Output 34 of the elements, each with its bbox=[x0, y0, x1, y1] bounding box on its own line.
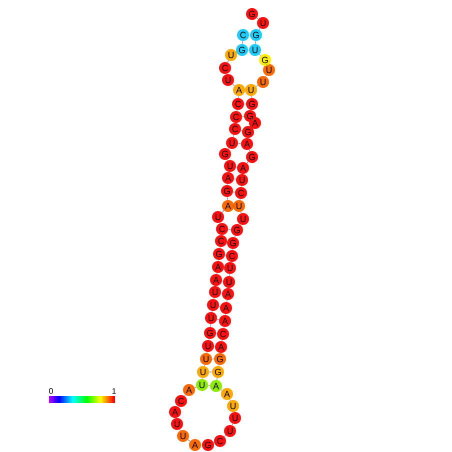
base-pair-line bbox=[216, 319, 220, 320]
backbone-line bbox=[227, 196, 228, 200]
backbone-line bbox=[210, 324, 211, 328]
base-pair-line bbox=[208, 385, 210, 386]
base-pair-line bbox=[238, 143, 242, 144]
backbone-line bbox=[251, 96, 252, 98]
backbone-line bbox=[256, 85, 258, 87]
backbone-line bbox=[194, 386, 196, 388]
backbone-line bbox=[188, 439, 190, 442]
backbone-line bbox=[259, 54, 261, 56]
backbone-line bbox=[224, 435, 226, 437]
base-pair-line bbox=[212, 358, 214, 360]
backbone-line bbox=[251, 118, 254, 122]
backbone-line bbox=[238, 96, 239, 98]
backbone-line bbox=[266, 64, 268, 66]
backbone-line bbox=[256, 18, 258, 20]
node-label: A bbox=[252, 120, 258, 126]
backbone-line bbox=[222, 210, 224, 213]
backbone-line bbox=[234, 236, 236, 238]
backbone-line bbox=[240, 212, 242, 214]
backbone-line bbox=[216, 378, 218, 380]
backbone-line bbox=[233, 134, 234, 138]
backbone-line bbox=[226, 300, 228, 302]
backbone-line bbox=[232, 84, 235, 86]
backbone-line bbox=[246, 162, 248, 164]
backbone-line bbox=[227, 60, 229, 63]
backbone-line bbox=[229, 274, 230, 276]
scale-label: 1 bbox=[112, 388, 116, 394]
backbone-line bbox=[255, 40, 256, 44]
base-pair-line bbox=[242, 116, 244, 117]
backbone-line bbox=[242, 40, 243, 44]
base-pair-line bbox=[234, 178, 236, 180]
base-pair-line bbox=[228, 229, 232, 230]
scale-label: 0 bbox=[49, 388, 53, 394]
